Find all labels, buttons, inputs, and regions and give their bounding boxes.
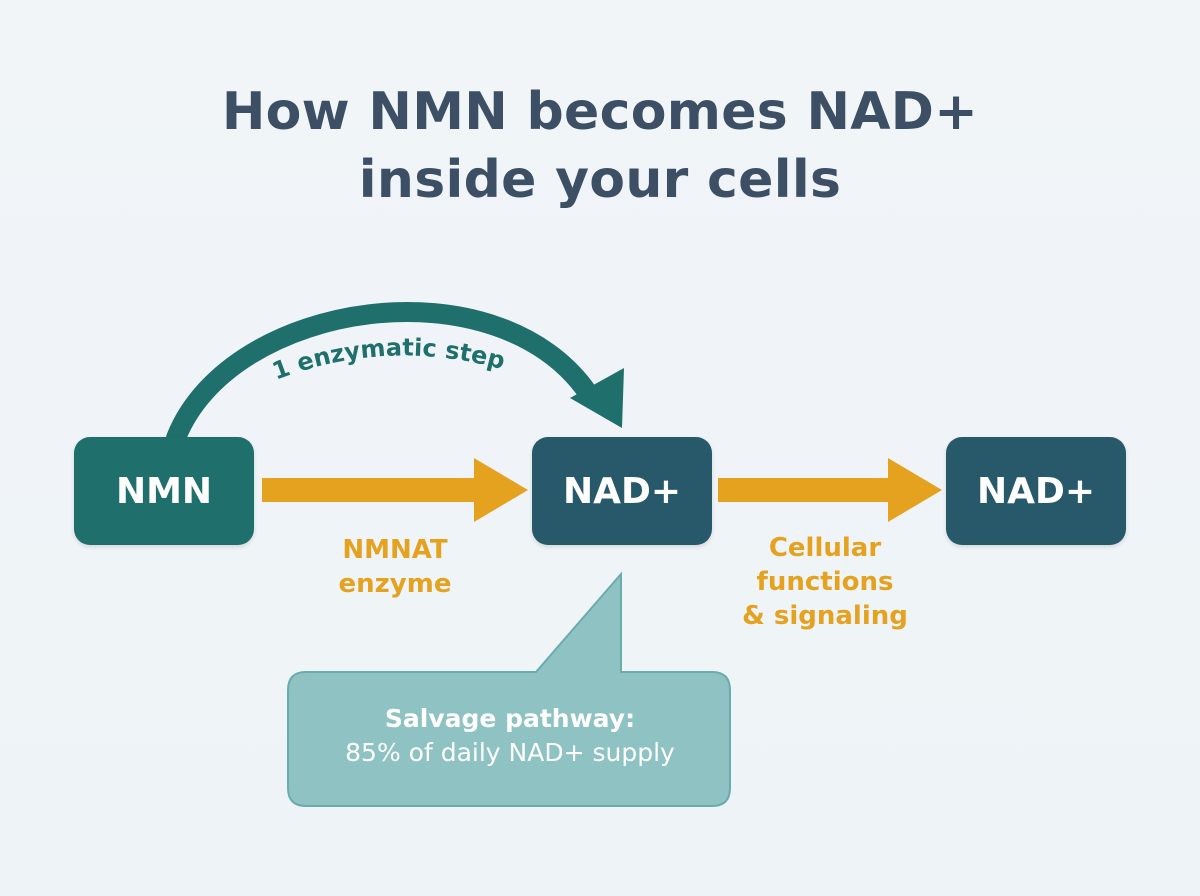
nmn-node: NMN — [74, 437, 254, 545]
salvage-callout-body: 85% of daily NAD+ supply — [345, 738, 675, 767]
arrow-nad-to-nad-head — [888, 458, 942, 522]
diagram-title: How NMN becomes NAD+ inside your cells — [0, 78, 1200, 214]
cellular-functions-label-line: Cellular — [768, 533, 882, 563]
nad-center-node: NAD+ — [532, 437, 712, 545]
title-line-1: How NMN becomes NAD+ — [221, 82, 979, 142]
salvage-callout-bubble — [287, 571, 731, 807]
title-line-2: inside your cells — [358, 150, 842, 210]
cellular-functions-label-line: functions — [756, 567, 894, 597]
enzymatic-step-arc — [166, 302, 600, 448]
salvage-callout-heading: Salvage pathway: — [384, 704, 636, 733]
nmnat-enzyme-label-line: NMNAT — [342, 535, 448, 565]
nmnat-enzyme-label: NMNAT enzyme — [295, 533, 495, 601]
nad-right-node: NAD+ — [946, 437, 1126, 545]
enzymatic-step-label: 1 enzymatic step — [269, 333, 508, 385]
cellular-functions-label: Cellular functions & signaling — [705, 531, 945, 633]
arrow-nmn-to-nad-shaft — [262, 478, 484, 502]
arrow-nmn-to-nad-head — [474, 458, 528, 522]
enzymatic-step-arrowhead — [570, 368, 624, 428]
nmnat-enzyme-label-line: enzyme — [338, 569, 452, 599]
salvage-callout-text: Salvage pathway: 85% of daily NAD+ suppl… — [290, 702, 730, 770]
arrow-nad-to-nad-shaft — [718, 478, 898, 502]
cellular-functions-label-line: & signaling — [742, 601, 908, 631]
